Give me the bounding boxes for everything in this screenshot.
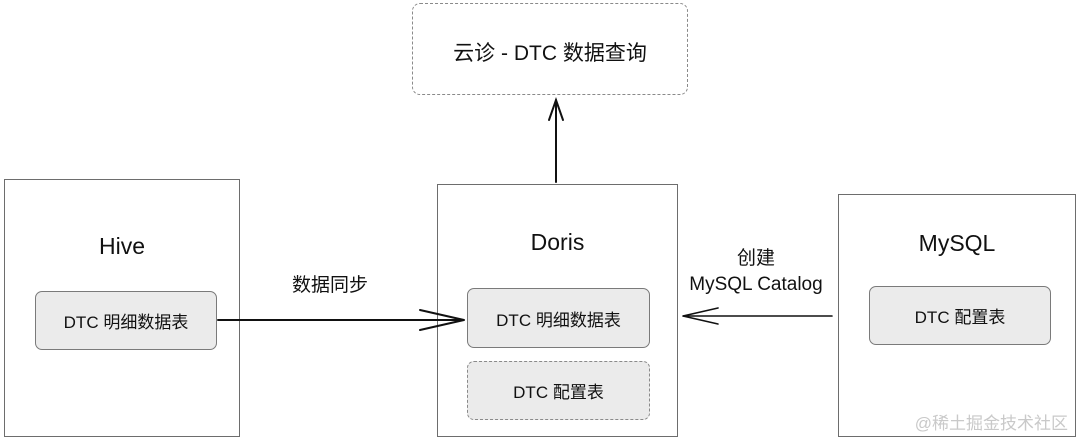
hive-title: Hive (98, 233, 145, 259)
watermark: @稀土掘金技术社区 (914, 414, 1068, 433)
doris-box: Doris DTC 明细数据表 DTC 配置表 (437, 184, 678, 437)
catalog-label-line1: 创建 (736, 248, 775, 269)
hive-box: Hive DTC 明细数据表 (4, 179, 240, 437)
cloud-query-box: 云诊 - DTC 数据查询 (412, 3, 688, 95)
mysql-title: MySQL (918, 230, 996, 256)
hive-detail-table: DTC 明细数据表 (35, 291, 217, 350)
cloud-query-label: 云诊 - DTC 数据查询 (453, 42, 647, 65)
arrow-mysql-to-doris (682, 307, 833, 325)
arrow-doris-to-query (548, 96, 564, 183)
doris-title: Doris (530, 229, 585, 255)
catalog-label-line2: MySQL Catalog (689, 274, 823, 295)
doris-config-table: DTC 配置表 (467, 361, 650, 420)
mysql-box: MySQL DTC 配置表 (838, 194, 1076, 437)
arrow-hive-to-doris (217, 309, 465, 331)
doris-detail-table: DTC 明细数据表 (467, 288, 650, 348)
sync-label: 数据同步 (291, 275, 368, 296)
mysql-config-table: DTC 配置表 (869, 286, 1051, 345)
